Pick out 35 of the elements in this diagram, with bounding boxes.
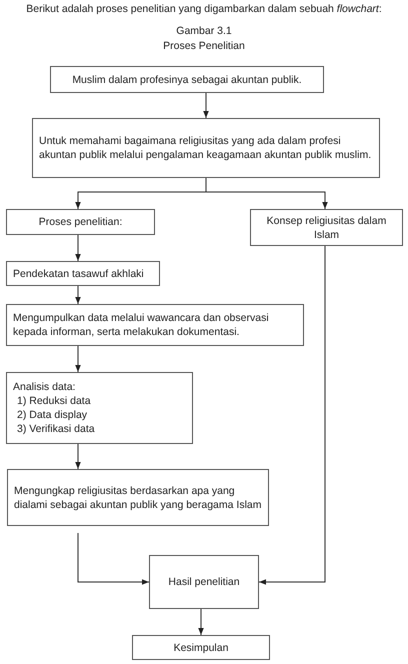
arrow	[75, 346, 81, 372]
process-box	[7, 469, 269, 526]
process-box	[132, 635, 270, 660]
intro-text: Berikut adalah proses penelitian yang digambarkan dalam sebuah flowchart:	[26, 3, 382, 15]
arrow	[75, 444, 81, 470]
process-box	[50, 66, 324, 93]
list-item: 2) Data display	[16, 408, 88, 422]
process-box	[250, 209, 403, 246]
box-text: Konsep religiusitas dalam Islam	[266, 214, 388, 242]
box-text: Analisis data:	[13, 380, 76, 394]
box-text: Mengumpulkan data melalui wawancara dan observasi kepada informan, serta melakukan dokumentasi.	[13, 311, 270, 339]
box-text: Mengungkap religiusitas berdasarkan apa yang dialami sebagai akuntan publik yang beragama Islam	[14, 484, 262, 512]
arrow	[75, 234, 81, 262]
arrow	[198, 608, 204, 636]
box-text: Hasil penelitian	[167, 575, 241, 589]
figure-caption: Proses Penelitian	[163, 40, 245, 52]
process-box	[6, 209, 155, 235]
box-text: Muslim dalam profesinya sebagai akuntan publik.	[71, 72, 303, 86]
process-box	[6, 261, 160, 286]
process-box	[32, 118, 380, 178]
arrow	[206, 178, 328, 210]
process-box	[149, 555, 259, 609]
arrow	[258, 246, 326, 585]
box-text: Kesimpulan	[172, 640, 230, 654]
arrow	[78, 532, 150, 585]
box-text: Untuk memahami bagaimana religiusitas yang ada dalam profesi akuntan publik melalui pengalaman keagamaan akuntan publik muslim.	[39, 134, 372, 162]
box-text: Pendekatan tasawuf akhlaki	[13, 266, 145, 280]
list-item: 3) Verifikasi data	[16, 422, 96, 436]
box-text: Proses penelitian:	[38, 215, 124, 229]
process-box	[6, 304, 304, 346]
list-item: 1) Reduksi data	[16, 394, 92, 408]
arrow	[203, 92, 209, 118]
process-box	[6, 372, 193, 444]
arrow	[75, 286, 81, 304]
figure-caption: Gambar 3.1	[176, 25, 232, 37]
